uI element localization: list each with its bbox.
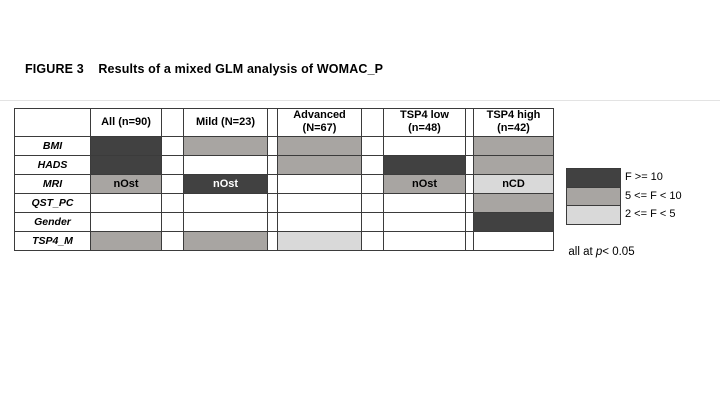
legend-significance-note: all at p< 0.05 (562, 234, 635, 258)
cell-qst-pc-col5 (473, 192, 554, 213)
row-label-mri: MRI (14, 173, 91, 194)
cell-gutter (267, 230, 278, 251)
legend-note-suffix: < 0.05 (602, 246, 635, 258)
row-label-bmi: BMI (14, 135, 91, 156)
legend-row-1: F >= 10 (566, 168, 682, 188)
cell-qst-pc-col4 (383, 192, 466, 213)
cell-mri-col1: nOst (90, 173, 162, 194)
column-gutter-3 (361, 108, 384, 137)
legend-swatch-mid (566, 186, 621, 207)
legend-label-2: 5 <= F < 10 (625, 189, 682, 202)
column-gutter-1 (161, 108, 184, 137)
cell-gutter (465, 154, 474, 175)
cell-gutter (361, 173, 384, 194)
column-header-1: All (n=90) (90, 108, 162, 137)
legend-label-3: 2 <= F < 5 (625, 208, 676, 221)
cell-gutter (267, 154, 278, 175)
row-label-qst-pc: QST_PC (14, 192, 91, 213)
cell-gutter (361, 135, 384, 156)
column-gutter-4 (465, 108, 474, 137)
cell-bmi-col1 (90, 135, 162, 156)
cell-gutter (465, 211, 474, 232)
cell-gutter (267, 173, 278, 194)
legend-swatch-dark (566, 168, 621, 188)
cell-mri-col3 (277, 173, 362, 194)
legend: F >= 10 5 <= F < 10 2 <= F < 5 (566, 168, 682, 225)
cell-qst-pc-col2 (183, 192, 268, 213)
cell-gutter (465, 230, 474, 251)
cell-gutter (465, 135, 474, 156)
table-row: HADS (14, 154, 554, 175)
cell-qst-pc-col1 (90, 192, 162, 213)
glm-results-table: All (n=90) Mild (N=23) Advanced (N=67) TSP4… (14, 108, 554, 251)
cell-gutter (361, 211, 384, 232)
cell-qst-pc-col3 (277, 192, 362, 213)
cell-gutter (465, 173, 474, 194)
legend-label-1: F >= 10 (625, 171, 663, 184)
row-label-hads: HADS (14, 154, 91, 175)
cell-mri-col4: nOst (383, 173, 466, 194)
table-row: QST_PC (14, 192, 554, 213)
cell-mri-col2: nOst (183, 173, 268, 194)
column-header-5: TSP4 high (n=42) (473, 108, 554, 137)
cell-gender-col3 (277, 211, 362, 232)
cell-gender-col1 (90, 211, 162, 232)
cell-gutter (465, 192, 474, 213)
cell-gutter (267, 192, 278, 213)
cell-gutter (267, 135, 278, 156)
column-header-2: Mild (N=23) (183, 108, 268, 137)
cell-gutter (161, 192, 184, 213)
cell-gender-col4 (383, 211, 466, 232)
legend-note-italic-p: p (595, 246, 603, 258)
cell-hads-col5 (473, 154, 554, 175)
cell-bmi-col4 (383, 135, 466, 156)
row-label-gender: Gender (14, 211, 91, 232)
legend-swatch-light (566, 205, 621, 225)
table-header-row: All (n=90) Mild (N=23) Advanced (N=67) TSP4… (14, 108, 554, 137)
cell-gutter (361, 192, 384, 213)
legend-row-2: 5 <= F < 10 (566, 186, 682, 207)
cell-tsp4-m-col3 (277, 230, 362, 251)
table-row: Gender (14, 211, 554, 232)
cell-bmi-col5 (473, 135, 554, 156)
cell-bmi-col2 (183, 135, 268, 156)
table-row: BMI (14, 135, 554, 156)
row-label-tsp4-m: TSP4_M (14, 230, 91, 251)
cell-hads-col2 (183, 154, 268, 175)
figure-title: FIGURE 3 Results of a mixed GLM analysis… (25, 62, 384, 76)
legend-row-3: 2 <= F < 5 (566, 205, 682, 225)
cell-gutter (267, 211, 278, 232)
cell-gutter (361, 154, 384, 175)
cell-gutter (161, 135, 184, 156)
cell-gender-col2 (183, 211, 268, 232)
column-header-4: TSP4 low (n=48) (383, 108, 466, 137)
cell-hads-col3 (277, 154, 362, 175)
table-row: TSP4_M (14, 230, 554, 251)
cell-gutter (361, 230, 384, 251)
table-corner-cell (14, 108, 91, 137)
cell-gutter (161, 230, 184, 251)
cell-tsp4-m-col4 (383, 230, 466, 251)
cell-hads-col1 (90, 154, 162, 175)
cell-gutter (161, 173, 184, 194)
header-divider-rule (0, 100, 720, 101)
cell-gender-col5 (473, 211, 554, 232)
cell-gutter (161, 211, 184, 232)
legend-note-prefix: all at (568, 246, 596, 258)
cell-tsp4-m-col5 (473, 230, 554, 251)
column-header-3: Advanced (N=67) (277, 108, 362, 137)
cell-tsp4-m-col2 (183, 230, 268, 251)
cell-gutter (161, 154, 184, 175)
cell-bmi-col3 (277, 135, 362, 156)
cell-mri-col5: nCD (473, 173, 554, 194)
column-gutter-2 (267, 108, 278, 137)
cell-tsp4-m-col1 (90, 230, 162, 251)
cell-hads-col4 (383, 154, 466, 175)
